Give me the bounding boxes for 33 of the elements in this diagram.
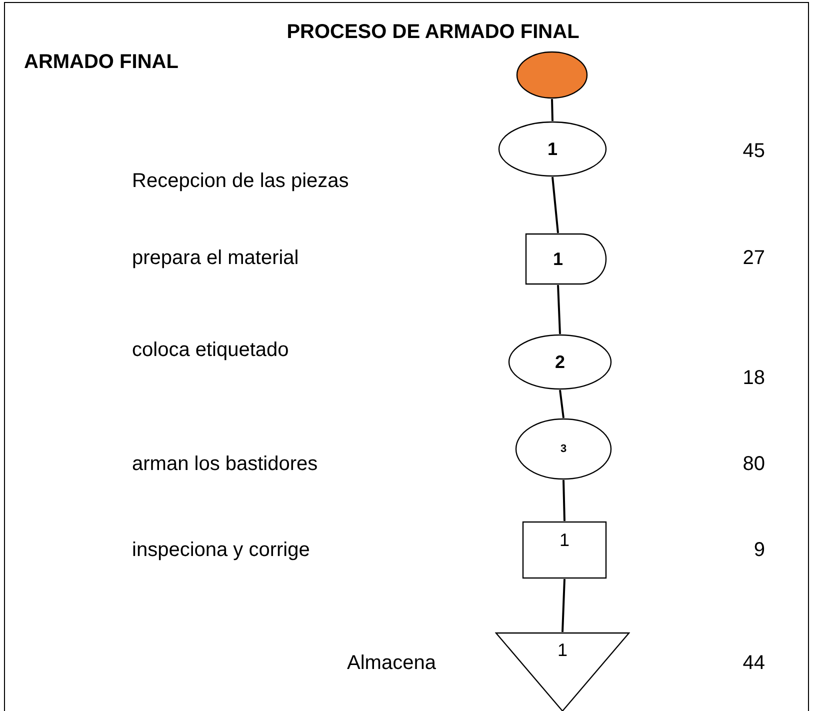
time-value: 80 [742,454,765,474]
time-value: 27 [742,248,765,268]
connector-line [552,176,559,234]
step-description: coloca etiquetado [132,340,289,360]
connector-line [559,390,564,418]
time-value: 18 [742,368,765,388]
step-number: 1 [559,531,570,549]
section-heading: ARMADO FINAL [24,52,178,72]
inspection-square [522,521,607,579]
step-number: 1 [547,140,558,158]
step-description: inspeciona y corrige [132,540,310,560]
connector-line [557,284,561,334]
step-number: 2 [554,353,565,371]
time-value: 45 [742,141,765,161]
time-value: 9 [754,540,765,560]
connector-line [551,98,554,122]
connector-line [562,480,566,522]
operation-circle [498,121,607,177]
step-number: 1 [557,640,568,658]
storage-triangle [495,632,630,711]
operation-circle [515,418,612,480]
step-description: arman los bastidores [132,454,318,474]
step-number: 3 [560,444,567,454]
connector-line [562,578,566,632]
step-description: Almacena [347,653,436,673]
start-circle [516,51,588,99]
time-value: 44 [742,653,765,673]
step-description: prepara el material [132,248,299,268]
step-description: Recepcion de las piezas [132,171,349,191]
operation-circle [508,334,612,390]
step-number: 1 [552,250,563,268]
diagram-title: PROCESO DE ARMADO FINAL [286,22,580,42]
delay-symbol [525,233,607,285]
